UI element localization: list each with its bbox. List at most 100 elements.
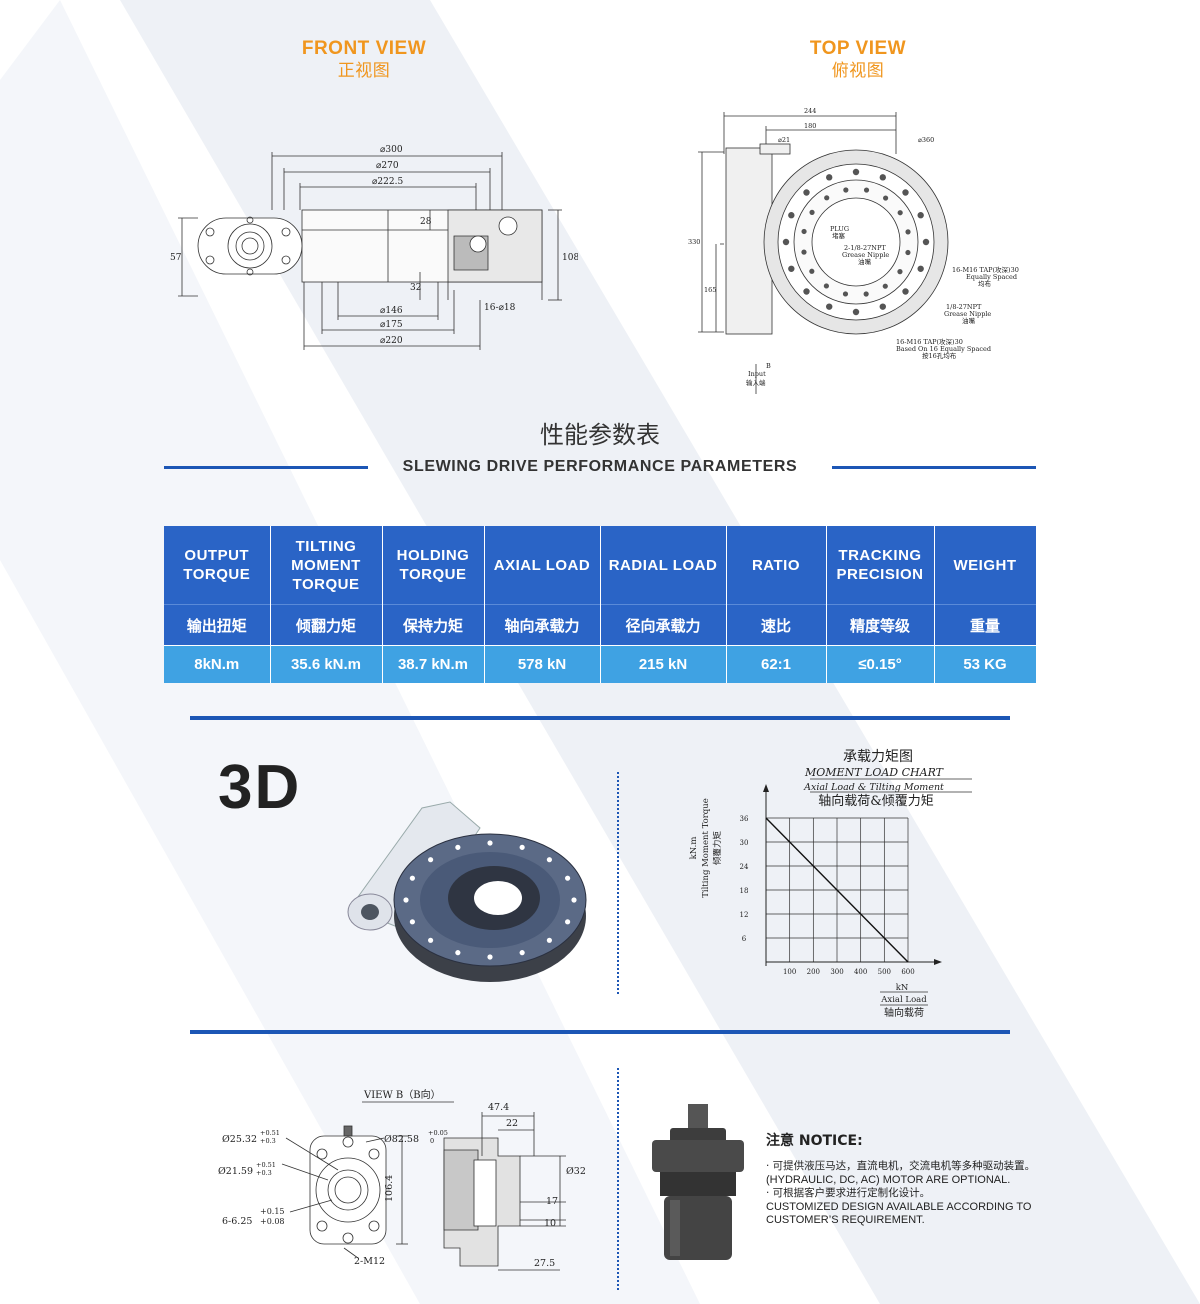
section-title-en: SLEWING DRIVE PERFORMANCE PARAMETERS bbox=[402, 458, 798, 475]
chart-x-tick-label: 400 bbox=[854, 968, 867, 976]
bolt-hole-outer bbox=[922, 238, 930, 246]
render-hole bbox=[565, 919, 571, 925]
bolt-hole-outer bbox=[803, 288, 810, 295]
bolt-hole-inner bbox=[823, 283, 829, 289]
front-view-title: FRONT VIEW 正视图 bbox=[274, 38, 454, 82]
table-value-cell-6: ≤0.15° bbox=[826, 645, 935, 683]
tap1-label-zh: 均布 bbox=[978, 279, 992, 288]
bolt-hole-outer bbox=[852, 168, 860, 176]
table-header-zh-cell-0: 输出扭矩 bbox=[164, 604, 271, 646]
hydraulic-motor-image bbox=[652, 1104, 744, 1260]
notice-line-3: · 可根据客户要求进行定制化设计。 bbox=[766, 1187, 931, 1199]
chart-y-tick-label: 18 bbox=[740, 887, 749, 895]
dim-d21: ⌀21 bbox=[778, 136, 790, 144]
grease2-label-zh: 油嘴 bbox=[962, 316, 976, 325]
render-hole bbox=[571, 897, 577, 903]
chart-y-tick-label: 30 bbox=[740, 839, 749, 847]
dim-h32: 32 bbox=[410, 283, 421, 293]
front-view-drawing: ⌀300 ⌀270 ⌀222.5 ⌀146 ⌀175 ⌀220 57 108 2… bbox=[170, 145, 578, 350]
bolt-hole-outer bbox=[782, 238, 790, 246]
plug-label-zh: 堵塞 bbox=[832, 231, 846, 240]
input-label: Input bbox=[748, 370, 766, 378]
dim-w17: 17 bbox=[546, 1196, 558, 1207]
top-view-title-en: TOP VIEW bbox=[809, 38, 907, 59]
render-hole bbox=[546, 857, 552, 863]
table-value-cell-3: 578 kN bbox=[484, 645, 601, 683]
bolt-hole-outer bbox=[902, 189, 909, 196]
table-value-cell-5: 62:1 bbox=[726, 645, 827, 683]
divider-1 bbox=[190, 716, 1010, 720]
render-hole bbox=[565, 875, 571, 881]
render-hole bbox=[487, 954, 493, 960]
heading-rule-right bbox=[832, 466, 1036, 469]
chart-title-en: MOMENT LOAD CHART bbox=[804, 766, 945, 779]
chart-x-tick-label: 200 bbox=[807, 968, 820, 976]
render-hole bbox=[519, 844, 525, 850]
top-view-title: TOP VIEW 俯视图 bbox=[768, 38, 948, 82]
bolt-hole-outer bbox=[917, 212, 924, 219]
render-hole bbox=[487, 840, 493, 846]
dim-w22: 22 bbox=[506, 1118, 518, 1129]
dim-d360: ⌀360 bbox=[918, 136, 934, 144]
dim-d21-tol-dn: +0.3 bbox=[256, 1169, 272, 1177]
table-value-cell-1: 35.6 kN.m bbox=[270, 645, 383, 683]
grease2-label: 1/8-27NPT bbox=[946, 303, 982, 311]
view-b-title: VIEW B（B向） bbox=[363, 1088, 441, 1101]
table-value-cell-4: 215 kN bbox=[600, 645, 727, 683]
chart-subtitle-zh: 轴向载荷&倾覆力矩 bbox=[818, 793, 934, 809]
dim-w244: 244 bbox=[804, 107, 816, 115]
bolt-hole-outer bbox=[902, 288, 909, 295]
chart-series-line bbox=[765, 817, 909, 963]
table-header-cell-0: OUTPUT TORQUE bbox=[164, 526, 271, 605]
grease1-label2: Grease Nipple bbox=[842, 251, 889, 259]
table-header-cell-4: RADIAL LOAD bbox=[600, 526, 727, 605]
bolt-hole-inner bbox=[883, 195, 889, 201]
three-d-title: 3D bbox=[218, 753, 302, 822]
front-view-title-zh: 正视图 bbox=[337, 61, 391, 81]
dim-m12: 2-M12 bbox=[354, 1256, 385, 1267]
tap2-label-zh: 按16孔均布 bbox=[922, 351, 957, 360]
tap1-label2: Equally Spaced bbox=[966, 273, 1017, 281]
table-header-cell-6: TRACKING PRECISION bbox=[826, 526, 935, 605]
tap2-label: 16-M16 TAP(攻深)30 bbox=[896, 337, 963, 346]
chart-y-tick-label: 12 bbox=[740, 911, 749, 919]
bolt-hole-outer bbox=[826, 303, 833, 310]
bolt-hole-inner bbox=[905, 229, 911, 235]
table-header-zh-cell-7: 重量 bbox=[934, 604, 1037, 646]
bolt-hole-outer bbox=[852, 308, 860, 316]
table-value-cell-7: 53 KG bbox=[934, 645, 1037, 683]
tap2-label2: Based On 16 Equally Spaced bbox=[896, 345, 991, 353]
bolt-hole-inner bbox=[842, 291, 849, 297]
bolt-holes bbox=[782, 168, 930, 316]
bolt-hole-inner bbox=[863, 187, 870, 193]
render-hole bbox=[519, 950, 525, 956]
bolt-hole-outer bbox=[879, 174, 886, 181]
chart-ylabel-zh: 倾覆力矩 bbox=[712, 831, 723, 866]
render-hole bbox=[428, 937, 434, 943]
plug-label: PLUG bbox=[830, 225, 849, 233]
dim-spline-tol-up: +0.15 bbox=[260, 1207, 285, 1216]
table-header-cell-5: RATIO bbox=[726, 526, 827, 605]
table-header-cell-2: HOLDING TORQUE bbox=[382, 526, 485, 605]
table-header-zh-cell-2: 保持力矩 bbox=[382, 604, 485, 646]
bolt-hole-outer bbox=[803, 189, 810, 196]
chart-subtitle-en: Axial Load & Tilting Moment bbox=[803, 782, 944, 793]
bolt-hole-inner bbox=[882, 283, 888, 289]
chart-xlabel-unit: kN bbox=[896, 983, 909, 993]
notice-line-1: · 可提供液压马达，直流电机，交流电机等多种驱动装置。 bbox=[766, 1160, 1036, 1172]
table-header-zh-row: 输出扭矩倾翻力矩保持力矩轴向承载力径向承载力速比精度等级重量 bbox=[164, 604, 1037, 646]
bolt-hole-inner bbox=[809, 209, 815, 215]
dim-h106: 106.4 bbox=[384, 1175, 395, 1202]
dim-w47: 47.4 bbox=[488, 1102, 509, 1113]
table-header-zh-cell-5: 速比 bbox=[726, 604, 827, 646]
dim-w180: 180 bbox=[804, 122, 816, 130]
dashed-separator-1 bbox=[617, 772, 619, 994]
dim-h165: 165 bbox=[704, 286, 716, 294]
bolt-hole-outer bbox=[917, 265, 924, 272]
table-header-zh-cell-1: 倾翻力矩 bbox=[270, 604, 383, 646]
dim-d32: Ø32 bbox=[566, 1166, 586, 1177]
bolt-hole-inner bbox=[897, 269, 903, 275]
top-view-title-zh: 俯视图 bbox=[831, 61, 885, 81]
